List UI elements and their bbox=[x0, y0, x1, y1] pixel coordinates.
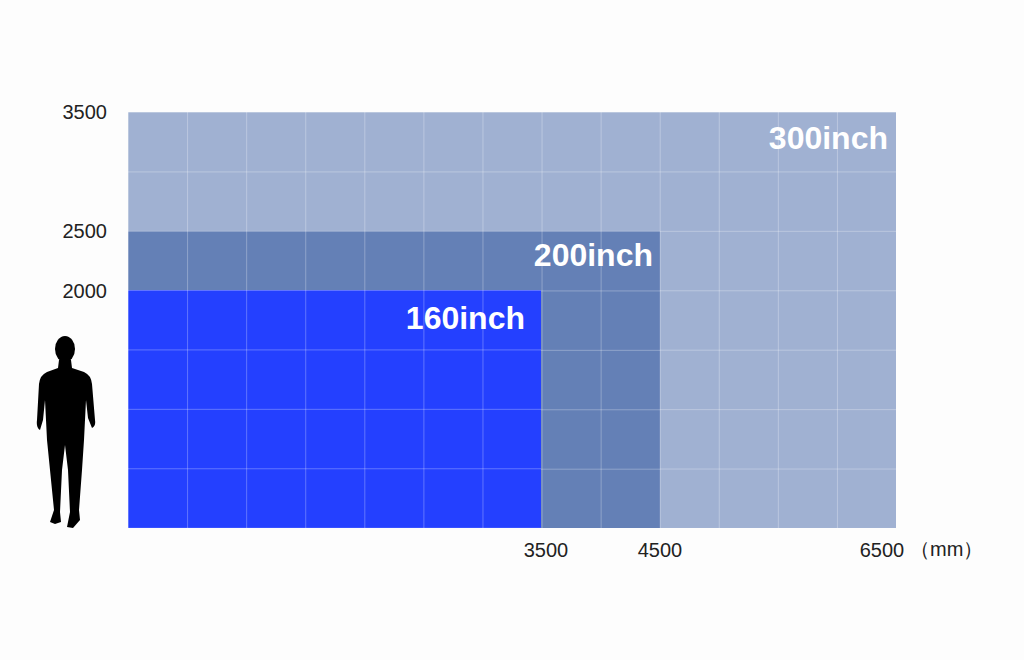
person-silhouette bbox=[37, 336, 95, 528]
x-axis-value: 3500 bbox=[524, 539, 569, 562]
y-axis-value: 2500 bbox=[63, 220, 108, 243]
y-axis-value: 3500 bbox=[63, 101, 108, 124]
unit-label: （mm） bbox=[910, 538, 983, 561]
screen-160-area: 160inch bbox=[128, 290, 541, 528]
screen-200-area: 200inch160inch bbox=[128, 231, 660, 528]
y-axis-value: 2000 bbox=[63, 280, 108, 303]
size-label: 200inch bbox=[534, 237, 653, 274]
screen-300-area: 300inch 200inch160inch bbox=[128, 112, 896, 528]
x-axis-value: 4500 bbox=[638, 539, 683, 562]
size-label: 160inch bbox=[406, 300, 525, 337]
x-axis-value: 6500 bbox=[860, 539, 905, 562]
size-label: 300inch bbox=[769, 120, 888, 157]
